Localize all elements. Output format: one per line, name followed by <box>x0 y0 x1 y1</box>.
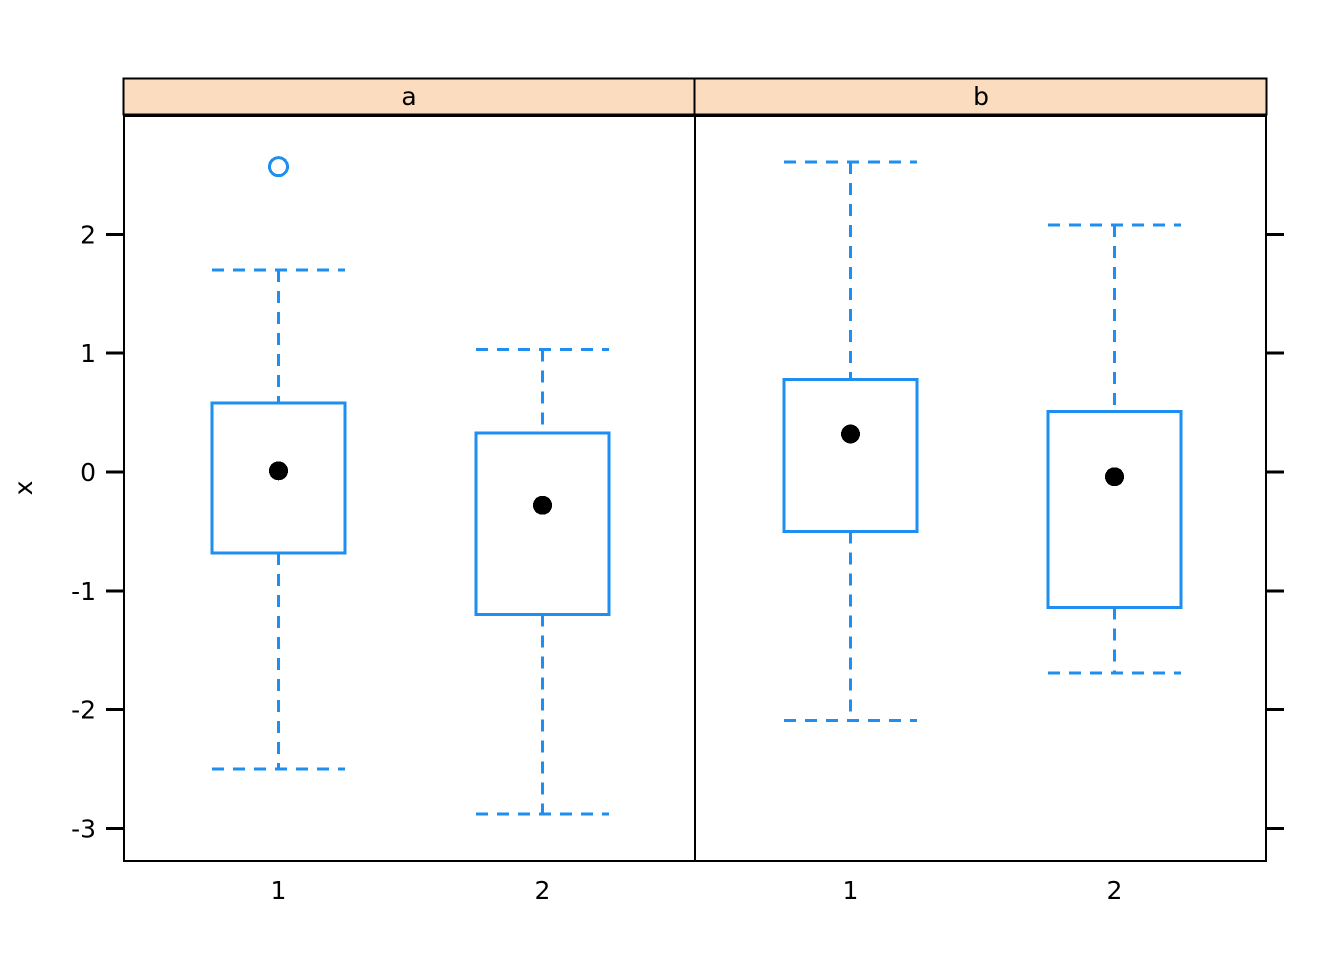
strip-header-panel-b: b <box>693 77 1268 116</box>
box-plot-a-1 <box>210 156 347 771</box>
strip-header-panel-a: a <box>122 77 696 116</box>
box-iqr <box>782 377 919 533</box>
x-axis-tick-label: 1 <box>271 876 287 905</box>
x-axis: 1 2 1 2 <box>271 876 1123 905</box>
mean-point <box>841 424 860 444</box>
y-axis: 2 1 0 -1 -2 -3 <box>71 220 1284 843</box>
panel-frame <box>123 115 1267 862</box>
y-axis-tick-label: -2 <box>71 696 96 725</box>
x-axis-tick-label: 2 <box>535 876 551 905</box>
box-plot-a-2 <box>474 348 611 816</box>
mean-point <box>1105 467 1124 487</box>
y-axis-tick-label: -3 <box>71 814 96 843</box>
box-iqr <box>474 431 611 617</box>
strip-label-a: a <box>401 82 416 111</box>
mean-point <box>533 495 552 515</box>
strip-background <box>693 77 1268 116</box>
box-plot-series <box>210 156 1183 816</box>
outlier-point <box>268 156 289 178</box>
strip-label-b: b <box>973 82 989 111</box>
strip-background <box>122 77 696 116</box>
box-iqr <box>210 401 347 555</box>
mean-point <box>269 461 288 481</box>
y-axis-tick-label: -1 <box>71 577 96 606</box>
box-iqr <box>1046 409 1183 609</box>
x-axis-tick-label: 1 <box>843 876 859 905</box>
y-axis-tick-label: 1 <box>80 339 96 368</box>
x-axis-tick-label: 2 <box>1107 876 1123 905</box>
y-axis-tick-label: 0 <box>80 458 96 487</box>
y-axis-tick-label: 2 <box>80 220 96 249</box>
box-plot-b-1 <box>782 160 919 722</box>
box-plot-b-2 <box>1046 223 1183 675</box>
y-axis-title: x <box>9 481 38 496</box>
